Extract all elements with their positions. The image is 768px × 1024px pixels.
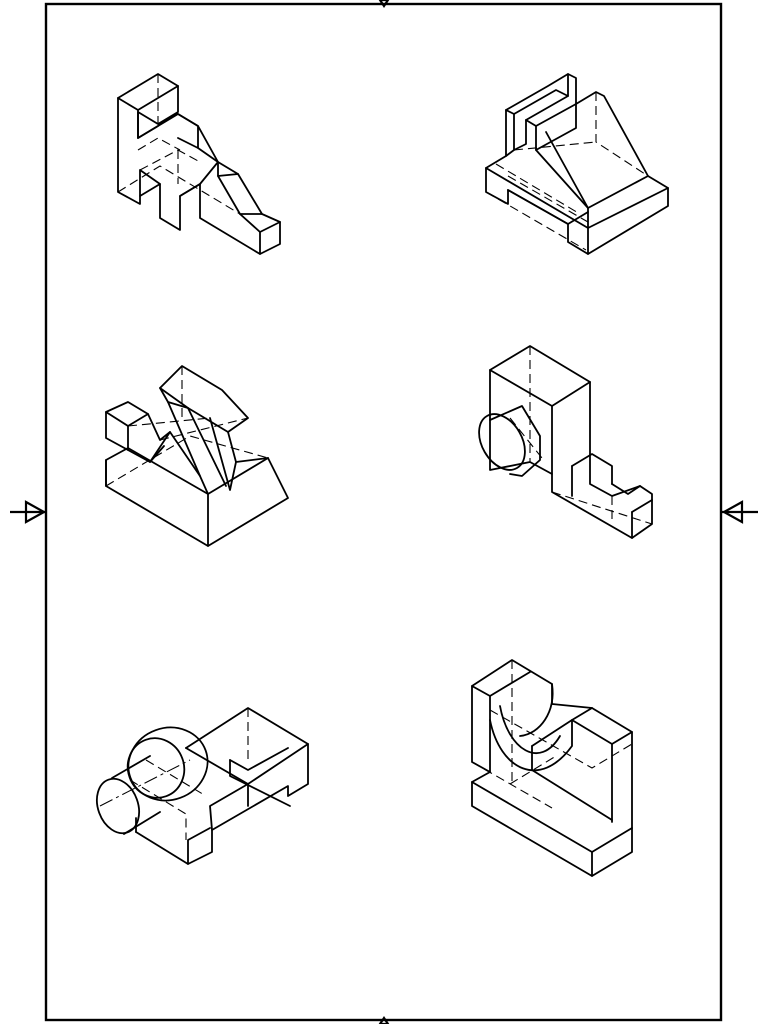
center-mark-right-arrow: [721, 500, 758, 524]
center-mark-bottom: [378, 1016, 390, 1024]
object-3-v-cut-base: [105, 365, 289, 547]
object-5-boss-on-channel: [96, 707, 309, 865]
center-mark-left-arrow: [10, 500, 47, 524]
object-1-stepped-block: [117, 73, 281, 255]
object-6-saddle-block: [471, 659, 633, 877]
object-4-block-with-boss: [478, 345, 653, 539]
object-2-slotted-base: [485, 73, 669, 255]
center-mark-top: [378, 0, 390, 8]
sheet-border: [44, 2, 723, 1022]
